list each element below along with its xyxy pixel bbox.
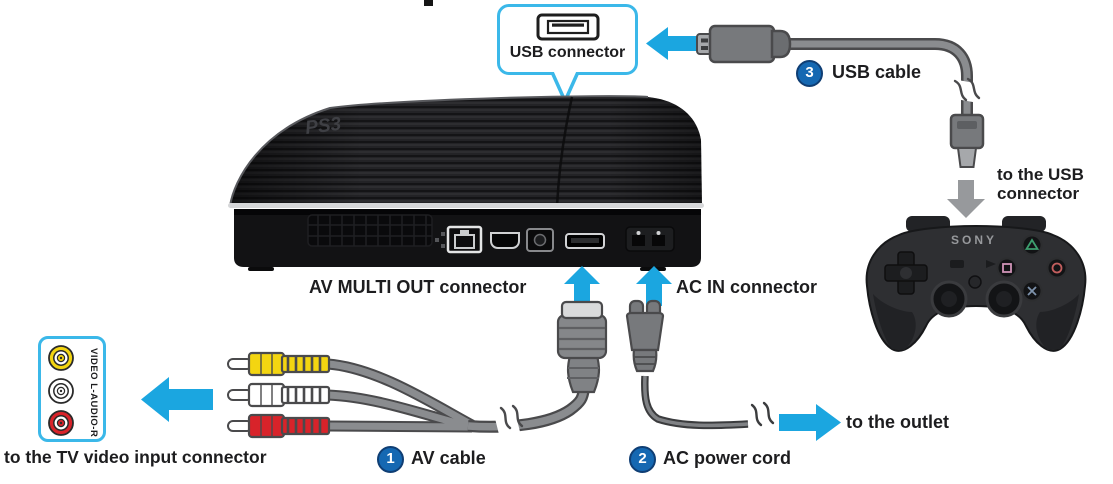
select-button xyxy=(950,260,964,268)
step-badge-3: 3 xyxy=(796,60,823,87)
controller-brand: SONY xyxy=(951,233,997,247)
ps3-controller: SONY xyxy=(865,216,1087,352)
rca-plug-yellow xyxy=(227,351,331,377)
start-button xyxy=(986,260,996,268)
ps3-console: PS3 xyxy=(228,95,704,271)
tv-jacks-label: VIDEO L-AUDIO-R xyxy=(88,348,99,438)
ac-power-cord-label: AC power cord xyxy=(663,448,792,468)
to-tv-label: to the TV video input connector xyxy=(4,447,267,467)
av-multi-plug xyxy=(556,300,608,394)
arrow-down-controller-icon xyxy=(947,180,985,218)
hdmi-port xyxy=(490,232,520,249)
usb-connector-label: USB connector xyxy=(509,44,626,61)
av-cable-drawing xyxy=(227,300,608,444)
analog-sticks xyxy=(930,280,1023,318)
arrow-up-av-icon xyxy=(564,266,600,306)
console-vent xyxy=(307,214,433,247)
av-multi-out-label: AV MULTI OUT connector xyxy=(309,277,527,297)
dpad xyxy=(884,251,928,295)
to-outlet-label: to the outlet xyxy=(846,412,949,432)
cropped-text-artifact xyxy=(424,0,433,6)
ac-in-label: AC IN connector xyxy=(676,277,818,297)
arrow-right-outlet-icon xyxy=(779,404,841,441)
to-usb-connector-label: to the USB connector xyxy=(997,165,1084,203)
av-multi-out-port xyxy=(565,233,605,249)
arrow-left-usb-icon xyxy=(646,27,701,60)
face-buttons xyxy=(996,234,1068,302)
ps-button xyxy=(968,275,982,289)
rca-plug-red xyxy=(227,413,331,439)
arrow-up-ac-icon xyxy=(636,266,672,306)
ps3-logo: PS3 xyxy=(304,114,343,139)
ac-power-cord-drawing xyxy=(625,299,775,430)
usb-connector-callout: USB connector xyxy=(497,4,638,75)
rca-jacks-icon xyxy=(48,345,74,436)
usb-cable-label: USB cable xyxy=(832,62,922,82)
optical-port xyxy=(526,228,554,252)
ethernet-port xyxy=(446,225,483,254)
av-cable-label: AV cable xyxy=(411,448,486,468)
ac-plug xyxy=(625,299,665,373)
ac-in-port xyxy=(625,226,675,252)
arrow-left-tv-icon xyxy=(141,377,213,422)
lan-icon xyxy=(435,232,445,248)
step-badge-2: 2 xyxy=(629,446,656,473)
step-badge-1: 1 xyxy=(377,446,404,473)
usb-cable-drawing xyxy=(696,24,985,168)
rca-plug-white xyxy=(227,382,331,408)
tv-input-callout: VIDEO L-AUDIO-R xyxy=(38,336,106,442)
usb-port-icon xyxy=(536,13,599,41)
